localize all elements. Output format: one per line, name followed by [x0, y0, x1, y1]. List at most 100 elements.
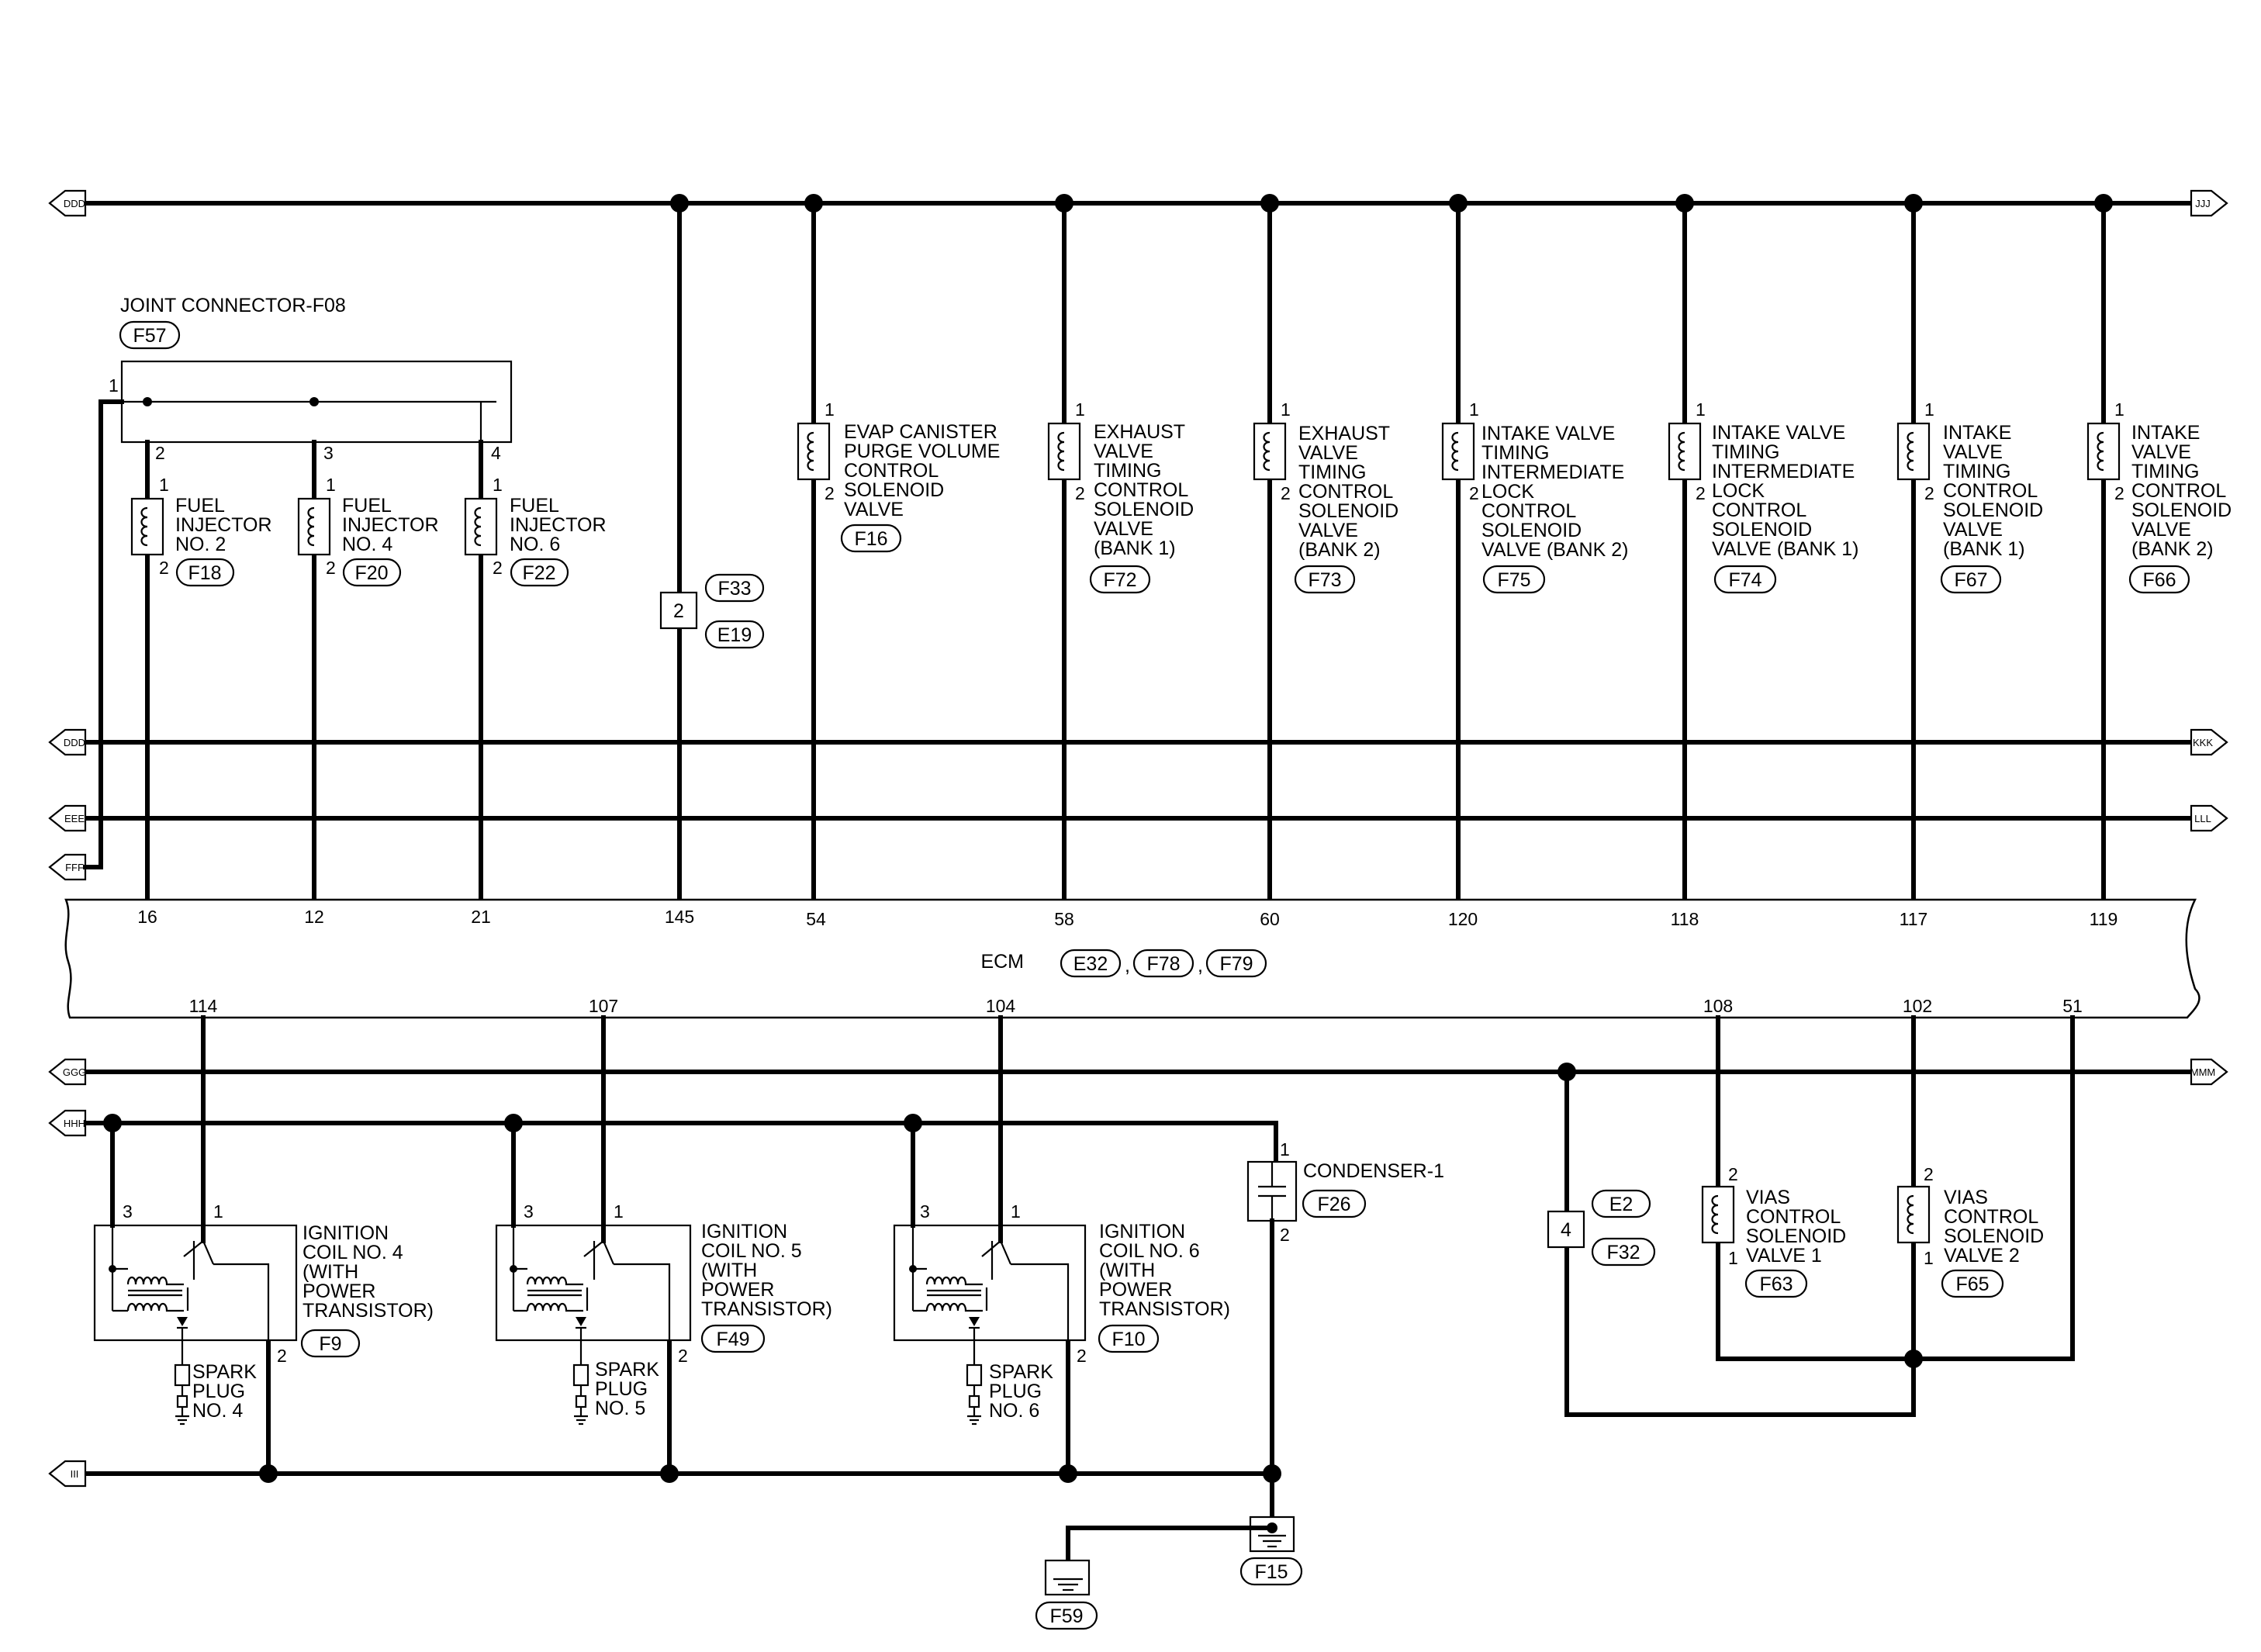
svg-text:INTAKE VALVE: INTAKE VALVE [1481, 423, 1615, 444]
fuel-injector-no6: 1 2 FUEL INJECTOR NO. 6 F22 [464, 475, 607, 587]
svg-text:1: 1 [493, 475, 503, 495]
svg-text:TRANSISTOR): TRANSISTOR) [1099, 1298, 1230, 1320]
svg-text:SOLENOID: SOLENOID [1943, 499, 2043, 521]
svg-text:F15: F15 [1254, 1561, 1288, 1583]
intake-intermediate-lock-bank2: 1 2 INTAKE VALVE TIMING INTERMEDIATE LOC… [1441, 399, 1628, 594]
svg-text:F57: F57 [133, 325, 166, 347]
svg-text:VALVE: VALVE [1943, 441, 2003, 463]
svg-text:3: 3 [920, 1201, 930, 1222]
svg-text:INTAKE VALVE: INTAKE VALVE [1712, 422, 1845, 444]
bus-arrow-kkk: KKK [2190, 728, 2228, 756]
svg-text:NO. 6: NO. 6 [510, 534, 560, 555]
svg-text:16: 16 [137, 907, 157, 927]
svg-text:F26: F26 [1317, 1194, 1350, 1215]
svg-text:E2: E2 [1609, 1194, 1634, 1215]
svg-text:CONTROL: CONTROL [1094, 479, 1188, 501]
svg-text:SOLENOID: SOLENOID [1712, 519, 1812, 541]
svg-text:F49: F49 [716, 1329, 749, 1350]
ground-f59: F59 [1035, 1526, 1274, 1630]
svg-text:SOLENOID: SOLENOID [1481, 520, 1582, 541]
svg-text:COIL NO. 5: COIL NO. 5 [701, 1240, 802, 1262]
svg-text:NO. 5: NO. 5 [595, 1398, 645, 1419]
svg-text:VALVE: VALVE [1298, 520, 1358, 541]
svg-text:2: 2 [2114, 483, 2124, 503]
svg-text:TIMING: TIMING [2131, 461, 2200, 482]
svg-text:POWER: POWER [701, 1279, 774, 1301]
svg-text:LLL: LLL [2194, 813, 2211, 824]
bus-arrows-right: JJJ KKK LLL MMM [2190, 189, 2228, 1086]
svg-text:1: 1 [1728, 1248, 1738, 1268]
svg-text:MMM: MMM [2190, 1066, 2216, 1078]
svg-text:2: 2 [159, 558, 169, 578]
svg-text:F78: F78 [1146, 953, 1180, 975]
svg-text:1: 1 [1696, 399, 1706, 420]
svg-text:PLUG: PLUG [989, 1381, 1042, 1402]
svg-text:HHH: HHH [64, 1118, 85, 1129]
svg-text:SOLENOID: SOLENOID [1944, 1225, 2044, 1247]
svg-text:3: 3 [123, 1201, 133, 1222]
intake-intermediate-lock-bank1: 1 2 INTAKE VALVE TIMING INTERMEDIATE LOC… [1668, 399, 1858, 594]
svg-text:1: 1 [614, 1201, 624, 1222]
svg-text:SOLENOID: SOLENOID [2131, 499, 2232, 521]
svg-text:INJECTOR: INJECTOR [175, 514, 272, 536]
svg-text:VALVE 1: VALVE 1 [1746, 1245, 1822, 1267]
svg-text:2: 2 [1280, 1225, 1290, 1245]
svg-text:F59: F59 [1049, 1605, 1083, 1627]
svg-text:COIL NO. 4: COIL NO. 4 [303, 1242, 403, 1263]
svg-text:NO. 4: NO. 4 [342, 534, 392, 555]
svg-text:CONTROL: CONTROL [1943, 480, 2038, 502]
svg-text:120: 120 [1448, 909, 1478, 929]
svg-text:F32: F32 [1606, 1242, 1640, 1263]
svg-text:TIMING: TIMING [1712, 441, 1780, 463]
svg-text:POWER: POWER [303, 1280, 375, 1302]
ignition-coil-no6: 3 1 2 IGNITION COIL NO. 6 (WITH POWER TR… [893, 1015, 1230, 1483]
svg-text:2: 2 [678, 1346, 688, 1366]
svg-text:CONTROL: CONTROL [1712, 499, 1806, 521]
svg-text:E32: E32 [1073, 953, 1108, 975]
svg-text:INTERMEDIATE: INTERMEDIATE [1712, 461, 1855, 482]
svg-text:CONTROL: CONTROL [844, 460, 939, 482]
svg-text:VIAS: VIAS [1944, 1187, 1988, 1208]
svg-text:DDD: DDD [64, 737, 85, 748]
svg-text:SOLENOID: SOLENOID [1298, 500, 1398, 522]
svg-text:SPARK: SPARK [595, 1359, 659, 1381]
svg-text:NO. 6: NO. 6 [989, 1400, 1039, 1422]
svg-text:F63: F63 [1759, 1274, 1793, 1295]
svg-text:117: 117 [1900, 909, 1928, 929]
svg-text:102: 102 [1903, 996, 1932, 1016]
svg-text:CONTROL: CONTROL [1746, 1206, 1841, 1228]
svg-text:IGNITION: IGNITION [303, 1222, 389, 1244]
svg-text:NO. 4: NO. 4 [192, 1400, 243, 1422]
svg-text:VALVE: VALVE [1094, 518, 1153, 540]
svg-text:2: 2 [1281, 483, 1291, 503]
svg-text:PLUG: PLUG [595, 1378, 648, 1400]
svg-text:2: 2 [277, 1346, 287, 1366]
svg-text:INTERMEDIATE: INTERMEDIATE [1481, 461, 1624, 483]
condenser-1: 1 2 CONDENSER-1 F26 [1246, 1139, 1444, 1519]
svg-text:LOCK: LOCK [1712, 480, 1765, 502]
svg-text:ECM: ECM [980, 951, 1024, 973]
svg-text:INJECTOR: INJECTOR [510, 514, 607, 536]
exhaust-valve-timing-bank2: 1 2 EXHAUST VALVE TIMING CONTROL SOLENOI… [1253, 399, 1398, 594]
svg-text:CONTROL: CONTROL [1298, 481, 1393, 503]
splice-connector-upper: 2 F33 E19 [659, 194, 765, 902]
svg-text:1: 1 [159, 475, 169, 495]
svg-text:F79: F79 [1219, 953, 1253, 975]
svg-text:COIL NO. 6: COIL NO. 6 [1099, 1240, 1200, 1262]
svg-text:1: 1 [1469, 399, 1479, 420]
svg-text:VALVE: VALVE [1943, 519, 2003, 541]
svg-text:104: 104 [986, 996, 1016, 1016]
svg-text:1: 1 [1924, 1248, 1934, 1268]
svg-text:145: 145 [665, 907, 694, 927]
evap-canister-purge-valve: 1 2 EVAP CANISTER PURGE VOLUME CONTROL S… [797, 399, 1000, 553]
svg-text:FUEL: FUEL [342, 495, 392, 517]
svg-text:SPARK: SPARK [192, 1361, 257, 1383]
svg-text:3: 3 [524, 1201, 534, 1222]
ground-f15: F15 [1239, 1515, 1303, 1586]
svg-text:4: 4 [491, 443, 501, 463]
svg-text:F10: F10 [1111, 1329, 1145, 1350]
svg-text:1: 1 [1281, 399, 1291, 420]
intake-valve-timing-bank2: 1 2 INTAKE VALVE TIMING CONTROL SOLENOID… [2086, 399, 2232, 594]
svg-text:107: 107 [589, 996, 618, 1016]
